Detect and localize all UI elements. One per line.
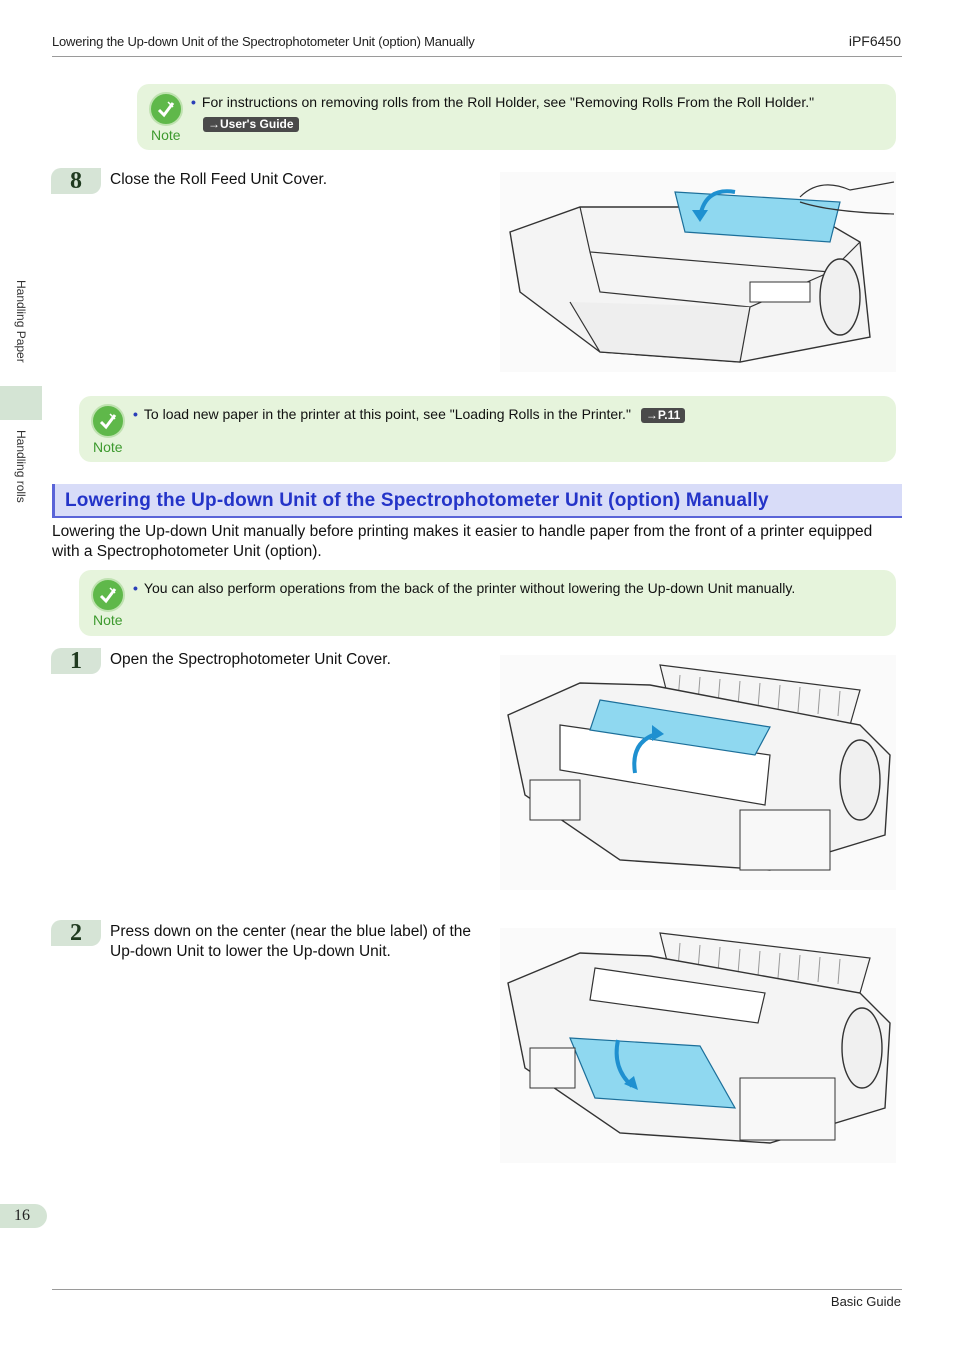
pencil-check-icon <box>91 404 125 438</box>
side-tab-marker <box>0 386 42 420</box>
note-text: To load new paper in the printer at this… <box>143 406 631 422</box>
step-number: 2 <box>51 920 101 946</box>
note-box: Note • For instructions on removing rolls… <box>137 84 896 150</box>
section-intro: Lowering the Up-down Unit manually befor… <box>52 523 873 560</box>
step-text: Open the Spectrophotometer Unit Cover. <box>110 651 391 668</box>
side-tab-handling-paper[interactable]: Handling Paper <box>0 260 42 386</box>
running-header-title: Lowering the Up-down Unit of the Spectro… <box>52 34 475 49</box>
note-label: Note <box>93 612 123 628</box>
section-title: Lowering the Up-down Unit of the Spectro… <box>65 490 769 511</box>
printer-illustration-open-spectro-cover <box>500 655 896 890</box>
note-reference[interactable]: →User's Guide <box>203 115 299 133</box>
pencil-check-icon <box>91 578 125 612</box>
note-label: Note <box>93 439 123 455</box>
note-text: You can also perform operations from the… <box>143 580 796 596</box>
step-text: Press down on the center (near the blue … <box>110 923 472 960</box>
printer-illustration-lower-updown-unit <box>500 928 896 1163</box>
page-number: 16 <box>0 1204 47 1228</box>
note-box: Note • You can also perform operations fr… <box>79 570 896 636</box>
step-text: Close the Roll Feed Unit Cover. <box>110 171 328 188</box>
side-tab-label: Handling Paper <box>14 280 28 363</box>
note-text-row: • You can also perform operations from th… <box>133 580 883 596</box>
note-box: Note • To load new paper in the printer a… <box>79 396 896 462</box>
note-label: Note <box>151 127 181 143</box>
section-heading-bar: Lowering the Up-down Unit of the Spectro… <box>52 484 902 518</box>
bullet-icon: • <box>191 94 196 110</box>
bullet-icon: • <box>133 580 138 596</box>
note-text-row: • For instructions on removing rolls from… <box>191 94 881 110</box>
note-text: For instructions on removing rolls from … <box>201 94 815 110</box>
header-divider <box>52 56 902 57</box>
side-tab-label: Handling rolls <box>14 430 28 503</box>
note-text-row: • To load new paper in the printer at thi… <box>133 406 883 423</box>
side-tab-handling-rolls[interactable]: Handling rolls <box>0 420 42 530</box>
running-header-model: iPF6450 <box>848 33 901 49</box>
user-guide-link[interactable]: →User's Guide <box>203 117 299 132</box>
page-reference-link[interactable]: →P.11 <box>640 408 686 423</box>
step-number: 1 <box>51 648 101 674</box>
printer-illustration-close-roll-cover <box>500 172 896 372</box>
step-number: 8 <box>51 168 101 194</box>
footer-guide-name: Basic Guide <box>830 1294 901 1309</box>
bullet-icon: • <box>133 406 138 422</box>
pencil-check-icon <box>149 92 183 126</box>
footer-divider <box>52 1289 902 1290</box>
